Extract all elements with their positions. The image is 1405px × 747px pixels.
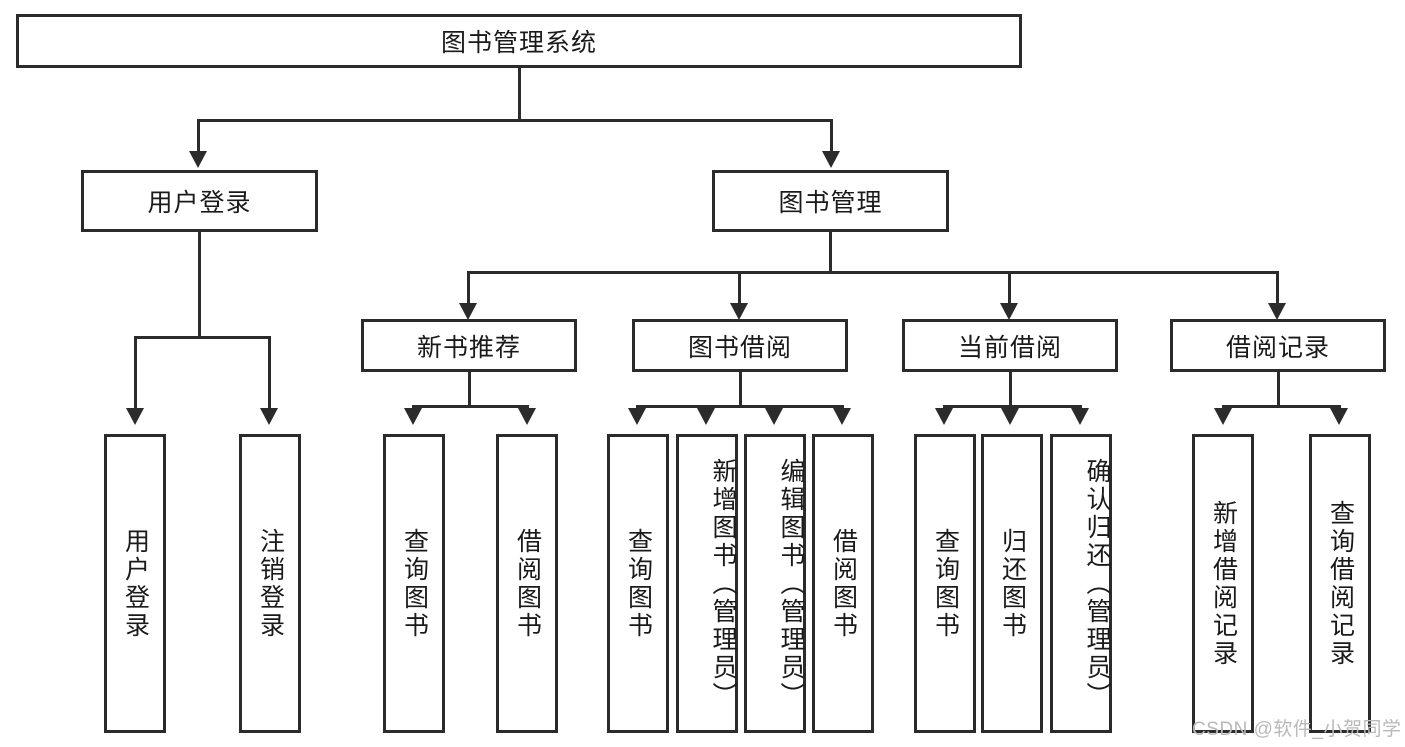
node-label: 新增借阅记录 [1209,499,1238,668]
node-leaf-query-book-3[interactable]: 查询图书 [914,434,976,733]
node-label: 查询借阅记录 [1326,499,1355,668]
edge-user-login-to-leaf1 [134,336,137,408]
arrowhead-leaf-query-record [1330,408,1348,425]
node-label: 借阅记录 [1225,333,1330,362]
node-label: 归还图书 [998,527,1027,640]
node-leaf-confirm-return[interactable]: 确认归还（管理员） [1050,434,1112,733]
arrowhead-book-management [822,151,840,168]
edge-root-to-book-management [830,119,833,151]
edge-book-management-bus [467,271,1279,274]
node-leaf-query-record[interactable]: 查询借阅记录 [1309,434,1371,733]
csdn-watermark: CSDN @软件_小贺同学 [1192,714,1401,741]
node-label: 确认归还（管理员） [1083,457,1111,710]
edge-new-book-stem [468,372,471,405]
edge-cb-to-return [1009,405,1012,410]
node-leaf-return-book[interactable]: 归还图书 [981,434,1043,733]
edge-user-login-to-leaf2 [268,336,271,408]
edge-book-borrow-stem [739,372,742,405]
edge-book-borrow-bus [636,405,844,408]
edge-bb-to-b2 [841,405,844,410]
node-book-management[interactable]: 图书管理 [712,170,949,232]
edge-user-login-stem [198,232,201,336]
edge-borrow-record-stem [1277,372,1280,405]
node-book-borrow[interactable]: 图书借阅 [632,319,848,372]
arrowhead-leaf-borrow-book-2 [833,408,851,425]
edge-br-to-query-record [1338,405,1341,410]
node-label: 新书推荐 [416,333,521,362]
arrowhead-current-borrow [1000,303,1018,320]
edge-new-book-bus [412,405,529,408]
node-root-book-management-system[interactable]: 图书管理系统 [16,14,1022,68]
node-label: 图书管理系统 [440,29,597,57]
arrowhead-leaf-confirm-return [1071,408,1089,425]
node-new-book-recommend[interactable]: 新书推荐 [361,319,577,372]
node-label: 当前借阅 [957,333,1062,362]
watermark-text: CSDN @软件_小贺同学 [1192,719,1402,740]
arrowhead-leaf-return-book [1001,408,1019,425]
arrowhead-leaf-query-book-2 [628,408,646,425]
node-label: 查询图书 [931,527,960,640]
edge-cb-to-q3 [943,405,946,410]
node-leaf-borrow-book-2[interactable]: 借阅图书 [812,434,874,733]
node-label: 编辑图书（管理员） [777,457,805,710]
arrowhead-book-borrow [730,303,748,320]
node-label: 查询图书 [624,527,653,640]
edge-bm-to-borrow-record [1276,271,1279,303]
node-label: 用户登录 [147,189,252,217]
arrowhead-leaf-query-book-1 [404,408,422,425]
arrowhead-leaf-add-record [1214,408,1232,425]
arrowhead-new-book-recommend [459,303,477,320]
node-label: 借阅图书 [513,527,542,640]
arrowhead-leaf-add-book [697,408,715,425]
node-user-login[interactable]: 用户登录 [81,170,318,232]
arrowhead-leaf-edit-book [765,408,783,425]
edge-user-login-bus [134,336,271,339]
edge-book-management-stem [829,232,832,271]
node-leaf-logout[interactable]: 注销登录 [239,434,301,733]
node-leaf-add-record[interactable]: 新增借阅记录 [1192,434,1254,733]
node-label: 借阅图书 [829,527,858,640]
edge-new-book-to-b1 [526,405,529,410]
edge-root-stem [518,68,521,119]
edge-bm-to-book-borrow [738,271,741,303]
arrowhead-leaf-user-login [126,408,144,425]
edge-bm-to-new-book [467,271,470,303]
edge-br-to-add-record [1222,405,1225,410]
edge-cb-to-confirm [1079,405,1082,410]
arrowhead-leaf-query-book-3 [935,408,953,425]
edge-new-book-to-q1 [412,405,415,410]
node-label: 用户登录 [121,527,150,640]
node-label: 查询图书 [400,527,429,640]
node-label: 新增图书（管理员） [709,457,737,710]
edge-bb-to-edit [773,405,776,410]
arrowhead-leaf-logout [260,408,278,425]
arrowhead-borrow-record [1268,303,1286,320]
node-label: 图书管理 [778,189,883,217]
node-borrow-record[interactable]: 借阅记录 [1170,319,1386,372]
arrowhead-leaf-borrow-book-1 [518,408,536,425]
edge-borrow-record-bus [1222,405,1341,408]
node-label: 注销登录 [256,527,285,640]
edge-bb-to-add [705,405,708,410]
edge-bb-to-q2 [636,405,639,410]
node-current-borrow[interactable]: 当前借阅 [902,319,1118,372]
arrowhead-user-login [189,151,207,168]
edge-current-borrow-stem [1009,372,1012,405]
edge-bm-to-current-borrow [1008,271,1011,303]
node-leaf-query-book-2[interactable]: 查询图书 [607,434,669,733]
edge-root-to-user-login [197,119,200,151]
edge-current-borrow-bus [943,405,1082,408]
node-leaf-query-book-1[interactable]: 查询图书 [383,434,445,733]
node-leaf-user-login[interactable]: 用户登录 [104,434,166,733]
node-label: 图书借阅 [687,333,792,362]
node-leaf-borrow-book-1[interactable]: 借阅图书 [496,434,558,733]
node-leaf-add-book[interactable]: 新增图书（管理员） [676,434,738,733]
node-leaf-edit-book[interactable]: 编辑图书（管理员） [744,434,806,733]
edge-root-bus [197,119,833,122]
